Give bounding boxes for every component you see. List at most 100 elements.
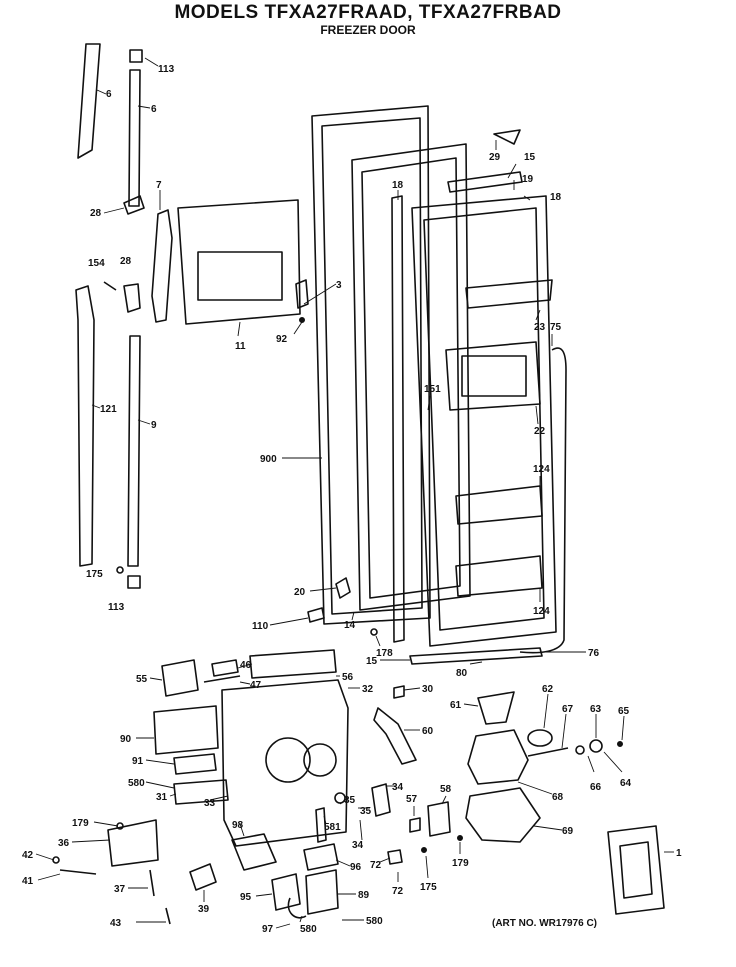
callout-110: 110: [252, 621, 269, 632]
callout-124: 124: [533, 606, 550, 617]
callout-72: 72: [392, 886, 404, 897]
art-number: (ART NO. WR17976 C): [492, 918, 598, 929]
part-linkage-56: [249, 649, 337, 679]
part-screw-43: [165, 907, 171, 925]
callout-98: 98: [232, 820, 244, 831]
callout-34: 34: [392, 782, 404, 793]
part-clip-72a: [387, 849, 403, 865]
callout-42: 42: [22, 850, 34, 861]
part-rod-37: [149, 869, 155, 897]
callout-36: 36: [58, 838, 70, 849]
part-gasket-14: [351, 143, 471, 611]
part-spring-41: [59, 869, 97, 875]
callout-96: 96: [350, 862, 362, 873]
callout-43: 43: [110, 918, 122, 929]
part-manual-1: [607, 825, 665, 915]
part-bracket-55: [161, 659, 199, 697]
part-body-69: [465, 787, 541, 843]
part-disk-62: [527, 729, 553, 747]
callout-19: 19: [522, 174, 534, 185]
part-spring-47: [203, 675, 241, 683]
callout-47: 47: [250, 680, 262, 691]
callout-95: 95: [240, 892, 252, 903]
callout-154: 154: [88, 258, 105, 269]
callout-23: 23: [534, 322, 546, 333]
part-bracket-28-mid: [123, 283, 141, 313]
callout-57: 57: [406, 794, 418, 805]
part-screw-175-bottom: [421, 847, 427, 853]
callout-58: 58: [440, 784, 452, 795]
callout-14: 14: [344, 620, 356, 631]
callout-15: 15: [366, 656, 378, 667]
part-housing-32-gear: [303, 743, 337, 777]
part-cover-90: [153, 705, 219, 755]
part-trim-strip-6-left: [77, 43, 101, 159]
callout-580: 580: [300, 924, 317, 935]
part-clip-113-top: [129, 49, 143, 63]
callout-80: 80: [456, 668, 468, 679]
callout-175: 175: [420, 882, 437, 893]
part-cap-15-bottom: [409, 647, 543, 665]
callout-97: 97: [262, 924, 274, 935]
part-wire-97: [287, 897, 307, 919]
part-screw-92: [299, 317, 305, 323]
part-screw-179-right: [457, 835, 463, 841]
part-cap-15-top: [447, 171, 523, 193]
part-recess-22-window: [461, 355, 527, 397]
part-nut-66: [575, 745, 585, 755]
callout-15: 15: [524, 152, 536, 163]
callout-91: 91: [132, 756, 144, 767]
part-screw-65: [617, 741, 623, 747]
callout-179: 179: [452, 858, 469, 869]
callout-121: 121: [100, 404, 117, 415]
callout-30: 30: [422, 684, 434, 695]
callout-56: 56: [342, 672, 354, 683]
part-bin-124-upper: [455, 485, 543, 525]
callout-61: 61: [450, 700, 462, 711]
callout-46: 46: [240, 660, 252, 671]
part-bracket-95: [271, 873, 301, 911]
part-cam-39: [189, 863, 217, 891]
callout-20: 20: [294, 587, 306, 598]
part-handle-7: [151, 209, 173, 323]
part-bracket-34: [371, 783, 391, 817]
part-spring-35: [334, 792, 346, 804]
part-screw-154: [103, 281, 117, 291]
part-valve-68: [467, 729, 529, 785]
callout-72: 72: [370, 860, 382, 871]
callout-92: 92: [276, 334, 288, 345]
callout-35: 35: [344, 795, 356, 806]
part-cover-89: [305, 869, 339, 915]
callout-124: 124: [533, 464, 550, 475]
callout-33: 33: [204, 798, 216, 809]
callout-113: 113: [108, 602, 125, 613]
part-strip-18: [391, 195, 405, 643]
leader-lines: [35, 57, 674, 929]
part-tube-75: [519, 347, 567, 654]
callout-3: 3: [336, 280, 342, 291]
part-cup-61: [477, 691, 515, 725]
part-clip-57: [409, 817, 421, 833]
part-bin-124-lower: [455, 555, 543, 597]
callout-22: 22: [534, 426, 546, 437]
part-screw-178: [370, 628, 378, 636]
callout-41: 41: [22, 876, 34, 887]
part-screw-30: [393, 685, 405, 699]
part-housing-32-motor: [265, 737, 311, 783]
callout-63: 63: [590, 704, 602, 715]
callout-11: 11: [235, 341, 246, 352]
callout-6: 6: [106, 89, 112, 100]
part-manual-1-inner: [619, 841, 653, 899]
callout-31: 31: [156, 792, 168, 803]
callout-179: 179: [72, 818, 89, 829]
callout-67: 67: [562, 704, 574, 715]
part-cover-11-window: [197, 251, 283, 301]
part-link-60: [373, 707, 417, 765]
callout-29: 29: [489, 152, 501, 163]
part-cover-11: [177, 199, 301, 325]
callout-580: 580: [128, 778, 145, 789]
callout-18: 18: [550, 192, 562, 203]
callout-34: 34: [352, 840, 364, 851]
part-bracket-36: [107, 819, 159, 867]
